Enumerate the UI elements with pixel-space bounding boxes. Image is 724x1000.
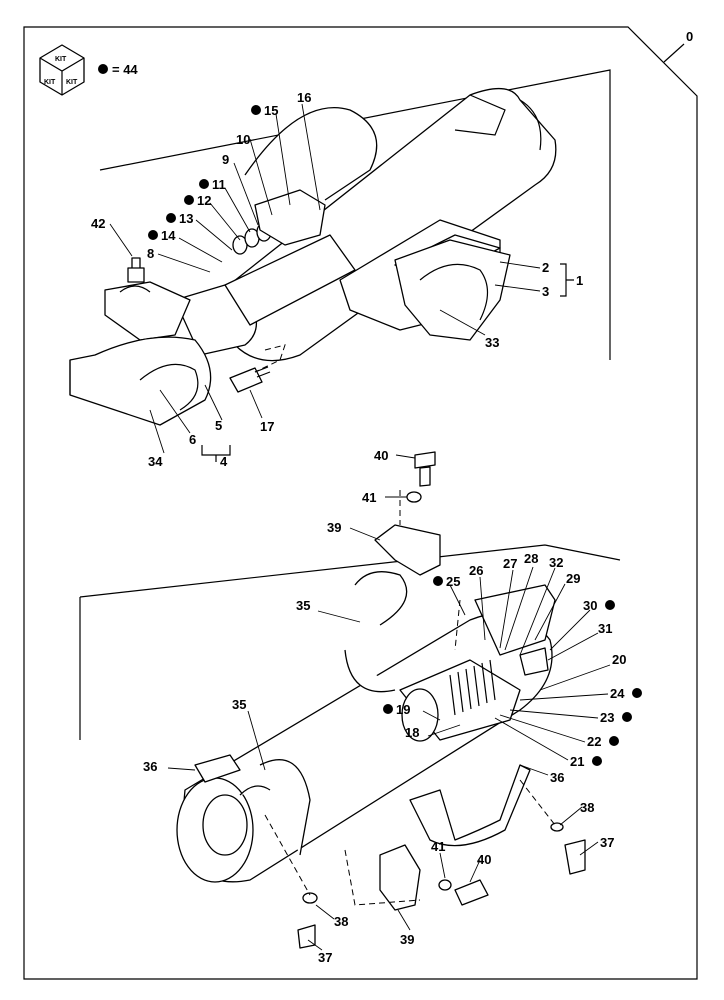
callout-23: 23 (600, 710, 614, 725)
callout-9: 9 (222, 152, 229, 167)
callout-14: 14 (161, 228, 176, 243)
kit-badge-right: KIT (66, 79, 78, 86)
page-number: 0 (686, 29, 693, 44)
callout-28: 28 (524, 551, 538, 566)
callout-3: 3 (542, 284, 549, 299)
callout-35-left: 35 (232, 697, 246, 712)
callout-13: 13 (179, 211, 193, 226)
callout-20: 20 (612, 652, 626, 667)
callout-24: 24 (610, 686, 625, 701)
callout-21: 21 (570, 754, 584, 769)
cylinder-barrel-assembly (79, 451, 621, 949)
kit-badge-top: KIT (55, 56, 67, 63)
page-frame (23, 26, 698, 980)
kit-badge: KIT KIT KIT (39, 44, 85, 96)
callout-41-top: 41 (362, 490, 376, 505)
callout-29: 29 (566, 571, 580, 586)
callout-36-left: 36 (143, 759, 157, 774)
callout-38-bottom: 38 (334, 914, 348, 929)
callout-35-top: 35 (296, 598, 310, 613)
callout-17: 17 (260, 419, 274, 434)
callout-10: 10 (236, 132, 250, 147)
kit-marker-dot (98, 64, 108, 74)
callout-4: 4 (220, 454, 228, 469)
callout-42: 42 (91, 216, 105, 231)
callout-1: 1 (576, 273, 583, 288)
callout-34: 34 (148, 454, 163, 469)
callout-39-bottom: 39 (400, 932, 414, 947)
callout-40-bottom: 40 (477, 852, 491, 867)
callout-32: 32 (549, 555, 563, 570)
callout-30: 30 (583, 598, 597, 613)
callout-36-right: 36 (550, 770, 564, 785)
callout-2: 2 (542, 260, 549, 275)
callout-labels: 15 16 10 9 11 12 13 14 42 8 2 3 1 33 17 … (91, 90, 642, 965)
kit-note: = 44 (112, 62, 138, 77)
callout-6: 6 (189, 432, 196, 447)
callout-22: 22 (587, 734, 601, 749)
callout-11: 11 (212, 177, 226, 192)
callout-5: 5 (215, 418, 222, 433)
callout-26: 26 (469, 563, 483, 578)
leader-lines (109, 103, 611, 951)
callout-39-top: 39 (327, 520, 341, 535)
callout-37-bottom: 37 (318, 950, 332, 965)
callout-16: 16 (297, 90, 311, 105)
callout-37-right: 37 (600, 835, 614, 850)
callout-18: 18 (405, 725, 419, 740)
callout-31: 31 (598, 621, 612, 636)
cylinder-tube-assembly (69, 69, 611, 426)
callout-12: 12 (197, 193, 211, 208)
callout-15: 15 (264, 103, 278, 118)
callout-8: 8 (147, 246, 154, 261)
callout-38-right: 38 (580, 800, 594, 815)
callout-33: 33 (485, 335, 499, 350)
callout-27: 27 (503, 556, 517, 571)
callout-25: 25 (446, 574, 460, 589)
kit-badge-left: KIT (44, 79, 56, 86)
callout-41-bottom: 41 (431, 839, 445, 854)
callout-40-top: 40 (374, 448, 388, 463)
callout-19: 19 (396, 702, 410, 717)
